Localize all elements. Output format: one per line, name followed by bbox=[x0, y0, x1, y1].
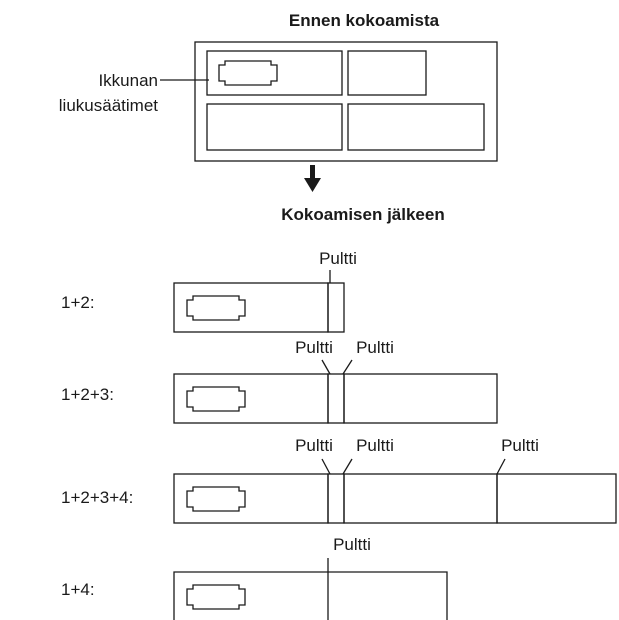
bolt-label: Pultti bbox=[319, 249, 357, 268]
before-panel bbox=[194, 41, 498, 162]
slider-panel-1 bbox=[206, 50, 343, 96]
bolt-leader bbox=[321, 359, 331, 375]
before-frame bbox=[194, 41, 498, 162]
row-1-2-3-4: 1+2+3+4: Pultti Pultti Pultti bbox=[61, 436, 617, 524]
slider-panel-4 bbox=[347, 103, 485, 151]
panel-4 bbox=[496, 473, 617, 524]
panel-2-bolt-strip bbox=[327, 373, 345, 424]
after-title: Kokoamisen jälkeen bbox=[281, 205, 444, 224]
vent-icon bbox=[186, 386, 246, 412]
row-label: 1+2+3+4: bbox=[61, 488, 133, 507]
bolt-leader bbox=[496, 458, 506, 475]
slider-panel-2 bbox=[347, 50, 427, 96]
panel-3 bbox=[343, 373, 498, 424]
row-1-4: 1+4: Pultti bbox=[61, 535, 448, 620]
slider-label-line1: Ikkunan bbox=[98, 71, 158, 90]
down-arrow-icon bbox=[304, 165, 321, 192]
panel-2-bolt-strip bbox=[327, 473, 345, 524]
slider-label-line2: liukusäätimet bbox=[59, 96, 158, 115]
row-frame bbox=[173, 571, 448, 620]
bolt-label: Pultti bbox=[295, 338, 333, 357]
bolt-label: Pultti bbox=[501, 436, 539, 455]
row-1-2: 1+2: Pultti bbox=[61, 249, 357, 333]
bolt-label: Pultti bbox=[356, 338, 394, 357]
row-1-2-3: 1+2+3: Pultti Pultti bbox=[61, 338, 498, 424]
vent-icon bbox=[186, 486, 246, 512]
row-label: 1+2+3: bbox=[61, 385, 114, 404]
before-title: Ennen kokoamista bbox=[289, 11, 440, 30]
slider-panel-3 bbox=[206, 103, 343, 151]
row-label: 1+4: bbox=[61, 580, 95, 599]
panel-2-bolt-strip bbox=[327, 282, 345, 333]
bolt-label: Pultti bbox=[333, 535, 371, 554]
bolt-label: Pultti bbox=[356, 436, 394, 455]
vent-icon bbox=[218, 60, 278, 86]
bolt-leader bbox=[342, 359, 353, 375]
panel-1 bbox=[173, 373, 329, 424]
bolt-leader bbox=[321, 458, 331, 475]
bolt-leader bbox=[342, 458, 353, 475]
row-label: 1+2: bbox=[61, 293, 95, 312]
panel-1 bbox=[173, 282, 329, 333]
vent-icon bbox=[186, 584, 246, 610]
panel-1 bbox=[173, 473, 329, 524]
vent-icon bbox=[186, 295, 246, 321]
panel-3 bbox=[343, 473, 498, 524]
bolt-label: Pultti bbox=[295, 436, 333, 455]
